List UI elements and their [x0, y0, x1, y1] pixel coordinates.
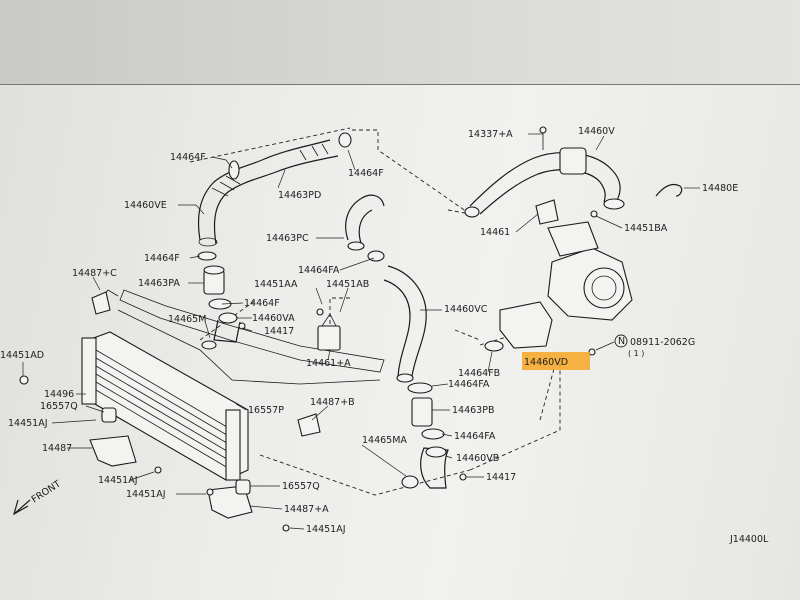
label-14464FA-c: 14464FA [454, 431, 496, 442]
front-label: FRONT [30, 479, 63, 506]
brackets [19, 291, 324, 532]
frame-border-line [0, 84, 800, 85]
front-arrow-icon [13, 499, 31, 516]
label-14463PC: 14463PC [266, 233, 309, 244]
hose-14460V [464, 126, 625, 225]
label-14464F-b: 14464F [348, 168, 384, 179]
leader-lines [22, 133, 700, 530]
hook-14480E [655, 183, 683, 197]
label-08911-qty: ( 1 ) [628, 349, 644, 358]
label-14465MA: 14465MA [362, 435, 407, 446]
part-labels: 14464F 14463PD 14460VE 14464F 14463PC 14… [0, 126, 769, 545]
label-14480E: 14480E [702, 183, 738, 194]
label-14460VD: 14460VD [524, 357, 568, 368]
label-14451AB: 14451AB [326, 279, 369, 290]
intercooler-14496 [81, 331, 249, 481]
label-14451AJ-a: 14451AJ [8, 418, 48, 429]
label-14460VE: 14460VE [124, 200, 167, 211]
label-14451AJ-b: 14451AJ [98, 475, 138, 486]
label-nut-prefix: N [618, 336, 625, 347]
label-14487A: 14487+A [284, 504, 329, 515]
label-14464FA-b: 14464FA [448, 379, 490, 390]
label-16557Q-b: 16557Q [282, 481, 320, 492]
valve-14461A [317, 313, 341, 351]
clamp-14464F-top [197, 132, 352, 261]
diagram-code: J14400L [729, 534, 769, 545]
label-14417-b: 14417 [486, 472, 516, 483]
screen-top-band [0, 0, 800, 84]
label-14451AJ-c: 14451AJ [126, 489, 166, 500]
label-16557P: 16557P [248, 405, 284, 416]
nut-symbol-icon [614, 334, 628, 348]
label-14451AD: 14451AD [0, 350, 44, 361]
label-14464FA-a: 14464FA [298, 265, 340, 276]
pipe-14463PA [201, 265, 241, 350]
label-14496: 14496 [44, 389, 74, 400]
label-14337A: 14337+A [468, 129, 513, 140]
label-14464F-a: 14464F [170, 152, 206, 163]
label-14465M: 14465M [168, 314, 206, 325]
label-14460VB: 14460VB [456, 453, 499, 464]
label-14463PA: 14463PA [138, 278, 180, 289]
highlight-14460VD [522, 352, 590, 370]
label-14464F-c: 14464F [144, 253, 180, 264]
label-14461A: 14461+A [306, 358, 351, 369]
label-14464FB: 14464FB [458, 368, 500, 379]
label-14461: 14461 [480, 227, 510, 238]
hose-14463PC [345, 194, 385, 262]
label-14451BA: 14451BA [624, 223, 668, 234]
label-14451AJ-d: 14451AJ [306, 524, 346, 535]
label-08911-2062G: 08911-2062G [630, 337, 695, 348]
label-14460VC: 14460VC [444, 304, 488, 315]
label-14487: 14487 [42, 443, 72, 454]
label-14451AA: 14451AA [254, 279, 298, 290]
pipe-14463PB [401, 382, 467, 489]
label-14487B: 14487+B [310, 397, 355, 408]
label-14460V: 14460V [578, 126, 615, 137]
hose-14460VE [197, 139, 339, 247]
label-16557Q-a: 16557Q [40, 401, 78, 412]
label-14417-a: 14417 [264, 326, 294, 337]
turbo-assembly [484, 221, 633, 356]
label-14487C: 14487+C [72, 268, 117, 279]
label-14464F-d: 14464F [244, 298, 280, 309]
hose-14460VC [383, 265, 427, 383]
label-14460VA: 14460VA [252, 313, 295, 324]
label-14463PD: 14463PD [278, 190, 321, 201]
label-14463PB: 14463PB [452, 405, 494, 416]
